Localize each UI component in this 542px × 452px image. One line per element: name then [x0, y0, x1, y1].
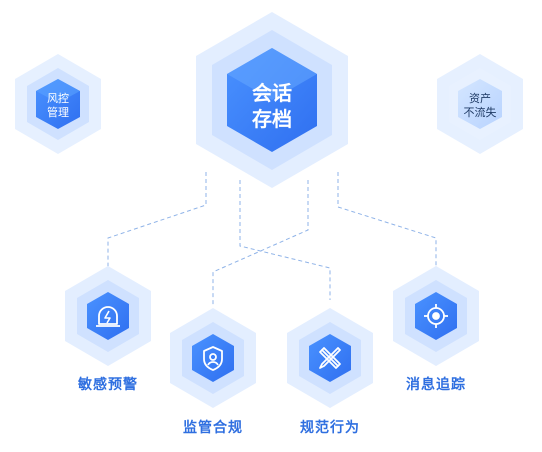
hex-behavior [287, 308, 373, 408]
asset-retention-line2: 不流失 [464, 105, 497, 119]
connector-to-compliance [239, 180, 331, 300]
center-title-line1: 会话 [252, 81, 292, 105]
connector-lines [107, 172, 437, 306]
target-icon [424, 304, 448, 328]
label-behavior: 规范行为 [300, 420, 360, 436]
connector-to-behavior [212, 180, 309, 306]
alert-light-icon [96, 306, 120, 327]
asset-retention-line1: 资产 [469, 91, 491, 105]
center-title-line2: 存档 [252, 107, 292, 131]
hex-sensitive-alert [65, 266, 151, 366]
pencil-ruler-icon [319, 347, 341, 369]
connector-to-sensitive-alert [107, 172, 207, 268]
connector-to-message-tracking [337, 172, 437, 268]
center-text: 会话 存档 [252, 81, 292, 131]
label-compliance: 监管合规 [183, 420, 243, 436]
label-sensitive-alert: 敏感预警 [78, 377, 138, 393]
hex-compliance [170, 308, 256, 408]
hex-center [196, 12, 348, 188]
shield-user-icon [203, 346, 223, 371]
risk-control-line1: 风控 [47, 91, 69, 105]
risk-control-text: 风控 管理 [47, 91, 69, 119]
label-message-tracking: 消息追踪 [406, 377, 466, 393]
hex-asset-retention [437, 54, 523, 154]
hex-message-tracking [393, 266, 479, 366]
hex-risk-control [15, 54, 101, 154]
asset-retention-text: 资产 不流失 [464, 91, 497, 119]
risk-control-line2: 管理 [47, 105, 69, 119]
